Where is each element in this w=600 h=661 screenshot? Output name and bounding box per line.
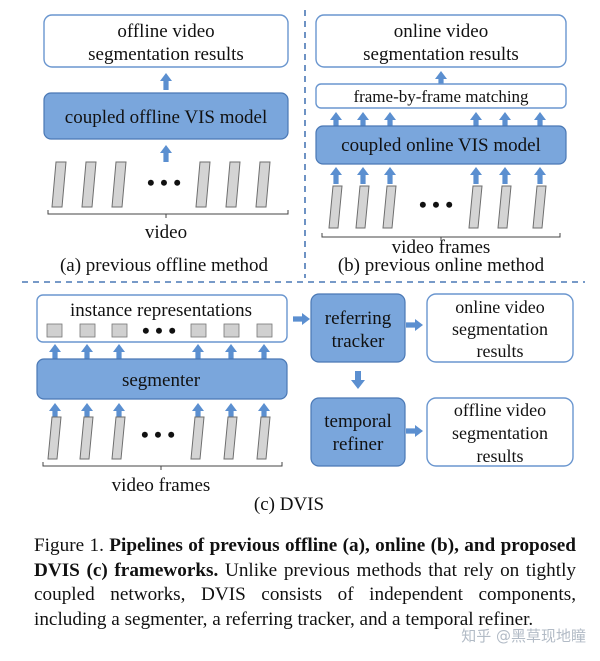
segmenter-label: segmenter <box>122 370 201 391</box>
referring-tracker-label-1: referring <box>325 308 392 329</box>
panel-a: offline video segmentation results coupl… <box>43 14 289 276</box>
offline-output-label-a-1: offline video <box>117 21 214 42</box>
offline-output-label-c-3: results <box>477 446 524 466</box>
arrow-up-icon <box>499 167 511 184</box>
ellipsis-c: • • • <box>141 422 175 447</box>
caption-c: (c) DVIS <box>254 494 324 515</box>
arrow-up-icon <box>160 73 172 90</box>
caption-b: (b) previous online method <box>338 255 545 276</box>
video-frames-label-b: video frames <box>392 237 491 258</box>
online-output-box-c <box>426 293 574 363</box>
arrow-down-icon <box>351 371 365 389</box>
arrow-up-icon <box>384 167 396 184</box>
offline-output-label-c-2: segmentation <box>452 423 548 443</box>
offline-output-label-a-2: segmentation results <box>88 44 244 65</box>
frame-icon <box>79 416 94 460</box>
offline-vis-model-block <box>43 92 289 140</box>
arrow-right-icon <box>406 425 423 437</box>
bracket-c <box>42 462 283 470</box>
instance-tokens <box>46 323 273 338</box>
frame-icon <box>255 161 271 208</box>
offline-vis-model-label: coupled offline VIS model <box>65 107 267 128</box>
online-output-label-b-2: segmentation results <box>363 44 519 65</box>
frame-icon <box>81 161 97 208</box>
frame-icon <box>468 185 483 229</box>
watermark: 知乎 @黑草现地瞳 <box>461 627 586 645</box>
figure-caption-bold: Pipelines of previous offline (a), onlin… <box>34 535 576 581</box>
offline-output-label-c-1: offline video <box>454 400 546 420</box>
video-label-a: video <box>145 222 187 243</box>
referring-tracker-block <box>310 293 406 363</box>
frame-icon <box>195 161 211 208</box>
frame-icon <box>532 185 547 229</box>
arrows-input-b <box>330 167 546 184</box>
arrow-up-icon <box>160 145 172 162</box>
online-output-label-c-2: segmentation <box>452 319 548 339</box>
frame-icon <box>497 185 512 229</box>
temporal-refiner-block <box>310 397 406 467</box>
online-output-label-b-1: online video <box>394 21 488 42</box>
arrow-up-icon <box>534 167 546 184</box>
token-icon <box>79 323 96 338</box>
caption-a: (a) previous offline method <box>60 255 269 276</box>
arrow-right-icon <box>293 313 310 325</box>
frame-icon <box>190 416 205 460</box>
online-output-label-c-1: online video <box>455 297 544 317</box>
panel-c: instance representations • • • segmenter <box>36 293 574 515</box>
ellipsis-tokens: • • • <box>142 318 176 343</box>
token-icon <box>256 323 273 338</box>
token-icon <box>46 323 63 338</box>
online-output-label-c-3: results <box>477 341 524 361</box>
figure-caption-body: Unlike previous methods that rely on tig… <box>34 559 576 630</box>
frame-matching-box <box>315 83 567 109</box>
frame-icon <box>355 185 370 229</box>
frame-icon <box>51 161 67 208</box>
arrow-up-icon <box>470 167 482 184</box>
bracket-b <box>321 233 561 241</box>
frame-icon <box>328 185 343 229</box>
bracket-a <box>47 210 289 218</box>
online-output-box-b <box>315 14 567 68</box>
frame-icon <box>225 161 241 208</box>
frame-icon <box>223 416 238 460</box>
online-vis-model-block <box>315 125 567 165</box>
frame-icon <box>111 161 127 208</box>
temporal-refiner-label-2: refiner <box>333 434 384 455</box>
token-icon <box>111 323 128 338</box>
ellipsis-b: • • • <box>419 192 453 217</box>
instance-representations-label: instance representations <box>70 300 252 321</box>
arrow-up-icon <box>330 167 342 184</box>
frame-icon <box>382 185 397 229</box>
frame-icon <box>111 416 126 460</box>
ellipsis-a: • • • <box>147 170 181 195</box>
token-icon <box>190 323 207 338</box>
panel-b: online video segmentation results frame-… <box>315 14 567 276</box>
segmenter-block <box>36 358 288 400</box>
offline-output-box-c <box>426 397 574 467</box>
arrow-up-icon <box>357 167 369 184</box>
video-frames-label-c: video frames <box>112 475 211 496</box>
dvis-diagram: offline video segmentation results coupl… <box>22 10 585 515</box>
arrow-right-icon <box>406 319 423 331</box>
frame-matching-label: frame-by-frame matching <box>353 87 529 106</box>
online-vis-model-label: coupled online VIS model <box>341 135 541 156</box>
figure-caption-prefix: Figure 1. <box>34 535 110 556</box>
offline-output-box-a <box>43 14 289 68</box>
frame-icon <box>256 416 271 460</box>
token-icon <box>223 323 240 338</box>
figure-caption: Figure 1. Pipelines of previous offline … <box>34 534 576 632</box>
referring-tracker-label-2: tracker <box>332 331 385 352</box>
temporal-refiner-label-1: temporal <box>324 411 392 432</box>
frame-icon <box>47 416 62 460</box>
